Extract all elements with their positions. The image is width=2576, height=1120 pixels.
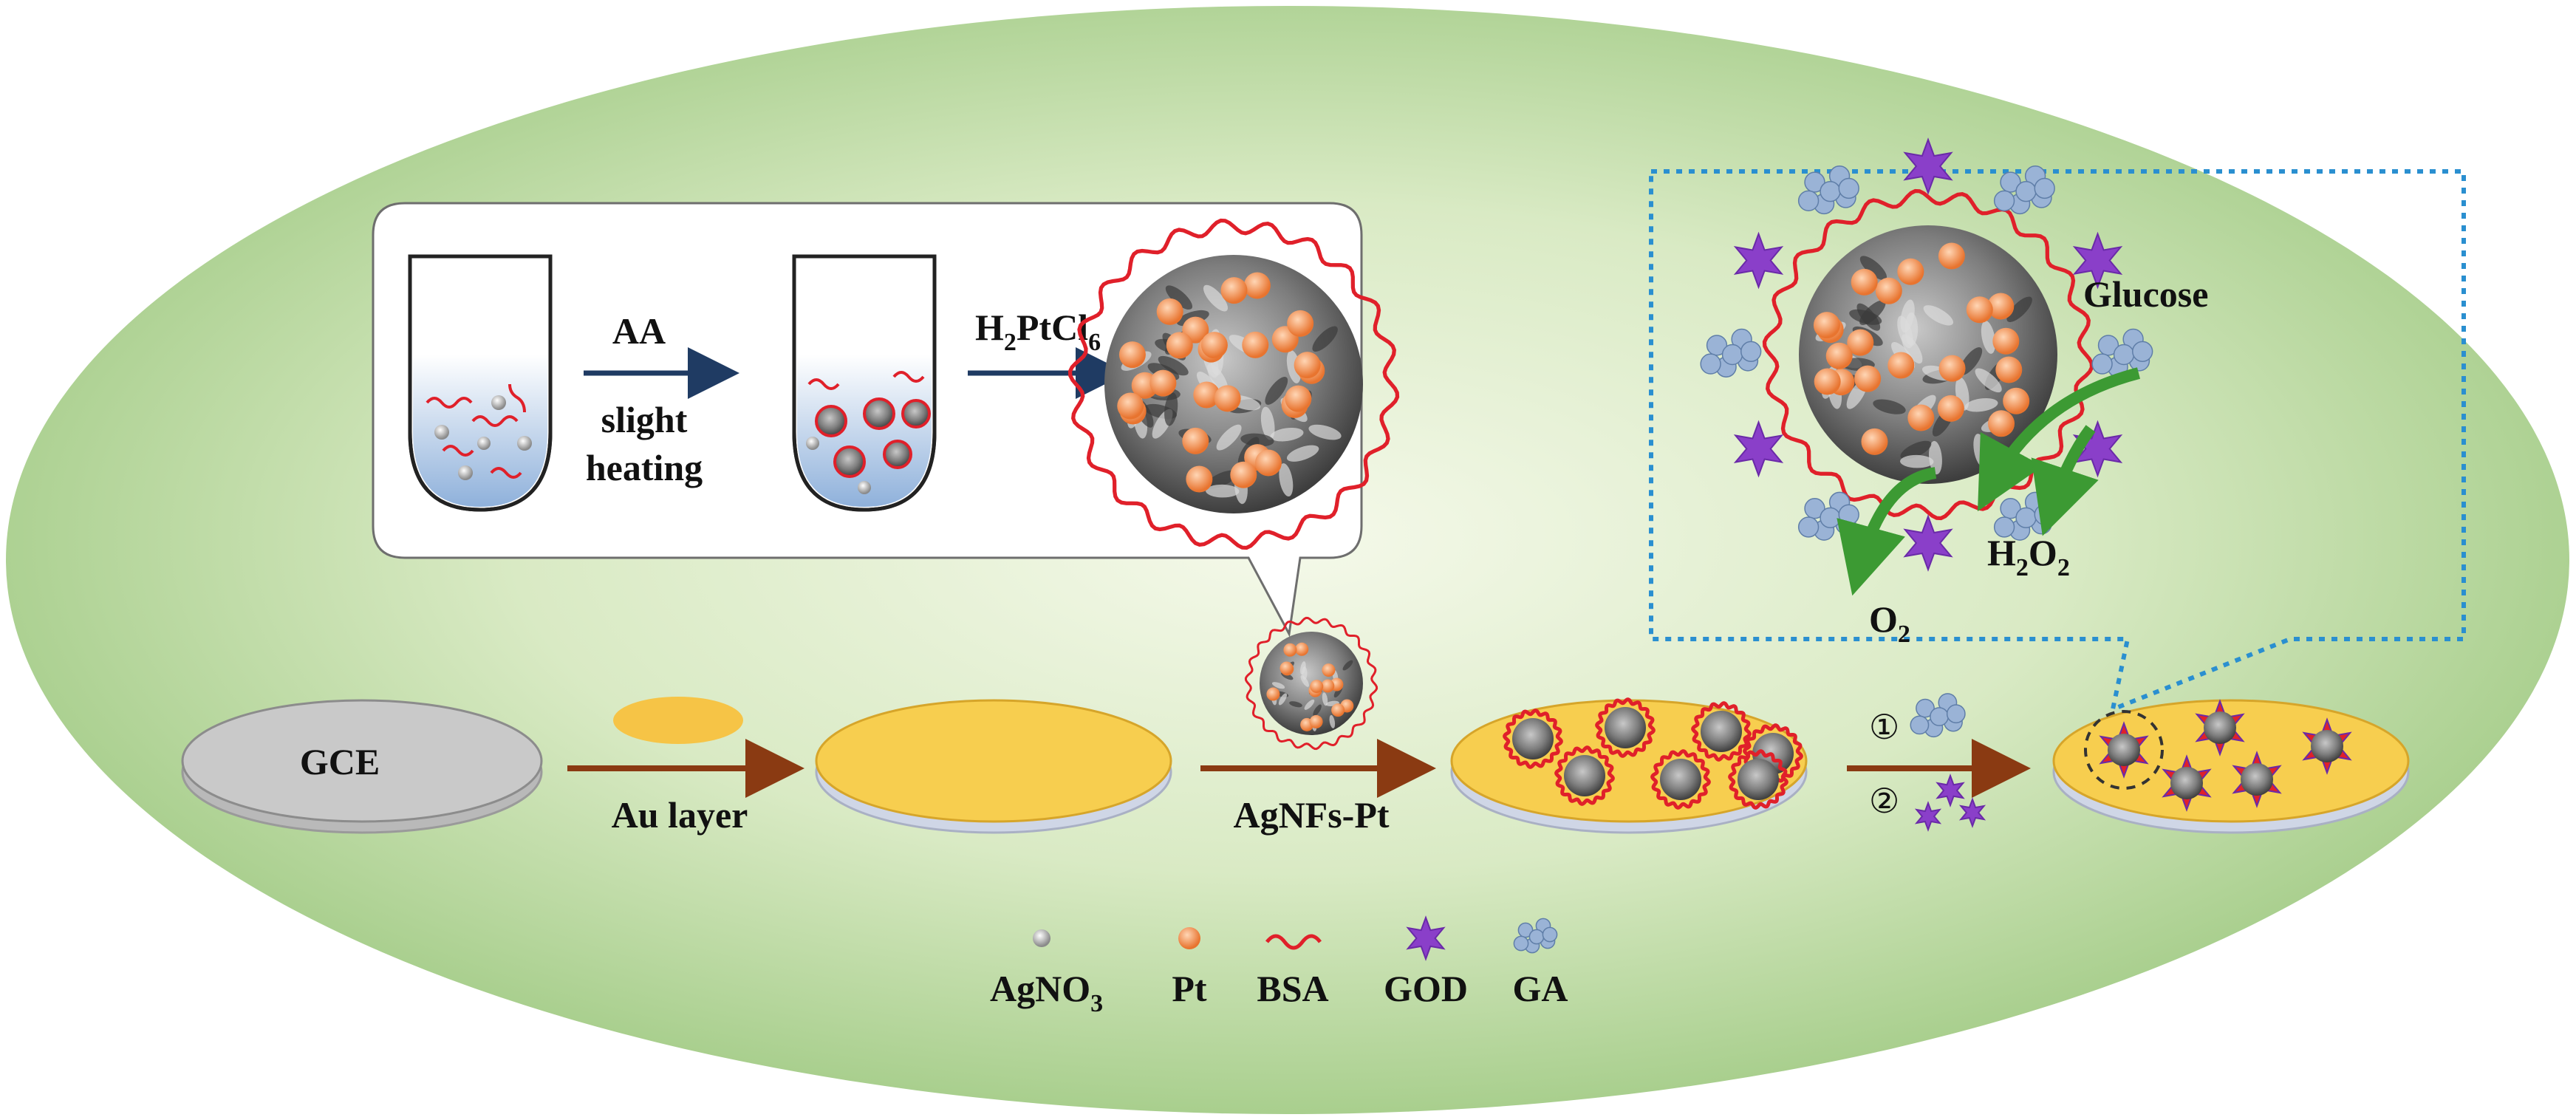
ga-icon-step1 [1910,693,1966,738]
condition-line1: slight [601,399,688,440]
god-icon-step2 [1914,774,1986,832]
reagent-aa: AA [612,310,666,352]
product-h2o2: H2O2 [1987,532,2070,581]
legend [1033,915,1558,961]
legend-ga-label: GA [1513,968,1568,1009]
enzyme-callout [1649,169,2466,713]
test-tube-2 [792,254,937,512]
legend-bsa-label: BSA [1257,968,1328,1009]
legend-ga-icon [1513,918,1558,954]
step-marker-1: ① [1869,707,1899,747]
electrode-au [815,699,1172,834]
condition-line2: heating [586,447,703,488]
electrode-gce [181,699,543,834]
legend-bsa-icon [1265,934,1322,950]
legend-agno3-label: AgNO3 [990,968,1103,1017]
au-layer-chip [613,697,743,744]
agnfs-pt-nanoparticle-small [1244,616,1378,751]
au-layer-label: Au layer [612,794,748,836]
legend-pt-label: Pt [1172,968,1207,1009]
reaction-arrows [1837,367,2141,596]
agnfs-pt-label: AgNFs-Pt [1233,794,1389,836]
substrate-glucose: Glucose [2083,273,2208,315]
legend-agno3-icon [1033,929,1050,947]
step-marker-2: ② [1869,781,1899,821]
reagent-h2ptcl6: H2PtCl6 [975,307,1101,356]
electrode-final [2052,699,2410,834]
legend-god-icon [1406,915,1446,961]
product-o2: O2 [1869,598,1910,648]
functionalized-nanoparticle [1700,137,2153,572]
legend-god-label: GOD [1384,968,1468,1009]
gce-label: GCE [300,741,380,782]
electrode-agnfs-pt [1450,697,1808,834]
agnfs-pt-nanoparticle-large [1067,218,1400,550]
test-tube-1 [408,254,553,512]
legend-pt-icon [1178,927,1200,949]
